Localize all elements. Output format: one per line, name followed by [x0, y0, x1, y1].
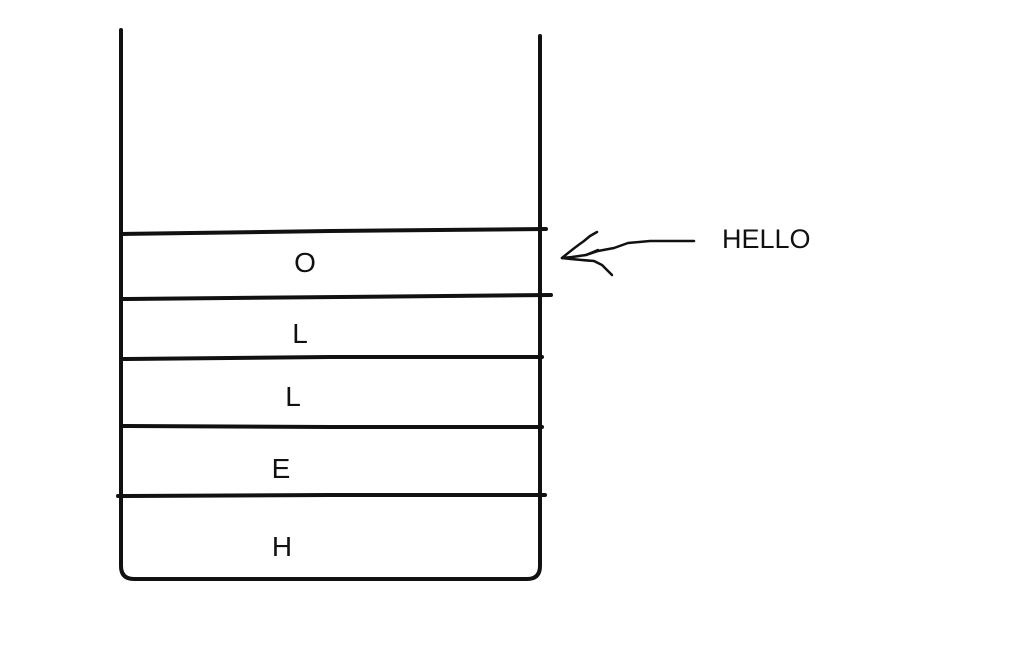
cell-divider — [120, 424, 544, 429]
cell-divider — [116, 493, 547, 498]
input-string-label: HELLO — [722, 224, 811, 254]
stack-cell-letter: H — [272, 531, 292, 562]
cell-divider-top — [120, 227, 548, 236]
stack-cell-letter: E — [272, 453, 291, 484]
cell-divider — [120, 355, 544, 361]
stack-cell-letter: L — [292, 318, 308, 349]
stack-cell-letter: O — [294, 247, 316, 278]
push-arrow-icon — [560, 230, 696, 277]
stack-container — [119, 28, 542, 581]
cell-divider — [120, 293, 553, 301]
stack-cell-letter: L — [285, 381, 301, 412]
